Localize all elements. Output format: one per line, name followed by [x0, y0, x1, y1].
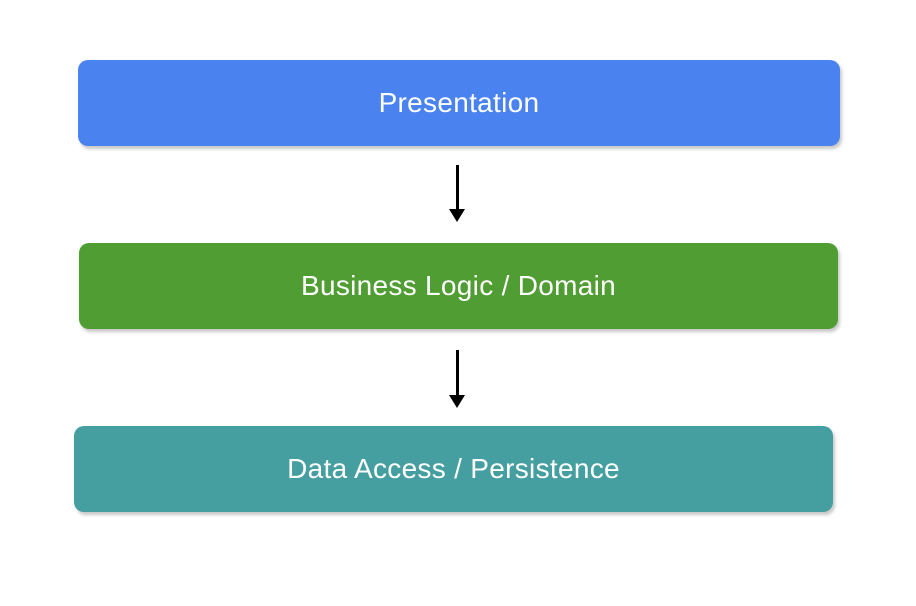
arrow-head: [449, 395, 465, 408]
arrow-head: [449, 209, 465, 222]
layer-label-presentation: Presentation: [378, 87, 540, 118]
arrow-shaft: [455, 165, 459, 209]
layer-box-data-access: Data Access / Persistence: [74, 426, 833, 512]
layer-box-presentation: Presentation: [78, 60, 840, 146]
layer-label-business-logic: Business Logic / Domain: [300, 270, 617, 301]
layer-label-data-access: Data Access / Persistence: [287, 453, 620, 484]
down-arrow-icon: [448, 350, 466, 408]
down-arrow-icon: [448, 165, 466, 222]
arrow-shaft: [455, 350, 459, 395]
layer-box-business-logic: Business Logic / Domain: [79, 243, 838, 329]
